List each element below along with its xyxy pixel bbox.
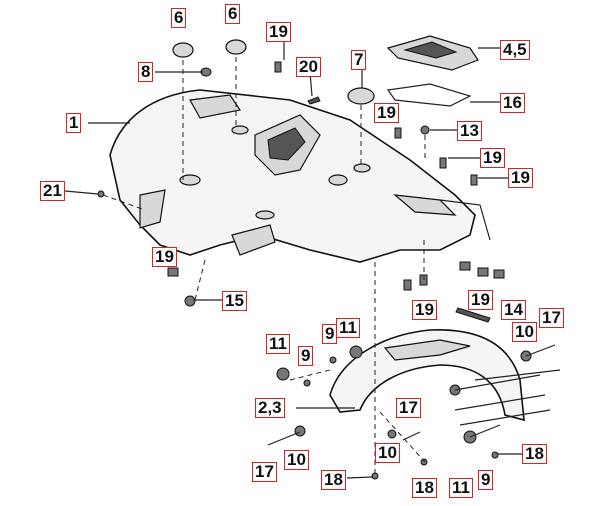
assembly-lines bbox=[102, 57, 426, 476]
callout-19-d: 19 bbox=[508, 168, 533, 188]
callout-11-c: 11 bbox=[449, 478, 473, 498]
callout-15: 15 bbox=[222, 291, 247, 311]
callout-17: 17 bbox=[539, 308, 564, 328]
callout-19-g: 19 bbox=[468, 290, 493, 310]
callout-21: 21 bbox=[40, 181, 65, 201]
callout-9-b: 9 bbox=[298, 346, 314, 366]
callout-11-b: 11 bbox=[336, 318, 360, 338]
callout-19-e: 19 bbox=[152, 247, 177, 267]
callout-1: 1 bbox=[66, 113, 82, 133]
callout-17-b: 17 bbox=[396, 398, 421, 418]
callout-6-second: 6 bbox=[225, 4, 241, 24]
callout-11: 11 bbox=[266, 334, 290, 354]
callout-18: 18 bbox=[321, 470, 346, 490]
callout-17-c: 17 bbox=[252, 462, 277, 482]
callout-16: 16 bbox=[500, 93, 525, 113]
callout-13: 13 bbox=[457, 121, 482, 141]
callout-18-b: 18 bbox=[412, 478, 437, 498]
callout-19-c: 19 bbox=[480, 148, 505, 168]
callout-9: 9 bbox=[322, 324, 338, 344]
callout-18-c: 18 bbox=[522, 444, 547, 464]
callout-20: 20 bbox=[296, 57, 321, 77]
front-fender-panel bbox=[109, 89, 491, 263]
callout-10: 10 bbox=[512, 322, 537, 342]
callout-2-3: 2,3 bbox=[255, 398, 285, 418]
callout-19-f: 19 bbox=[412, 300, 437, 320]
mudguard-panel bbox=[329, 329, 525, 422]
caps bbox=[172, 39, 375, 105]
callout-9-c: 9 bbox=[478, 470, 494, 490]
callout-10-b: 10 bbox=[284, 450, 309, 470]
callout-19-b: 19 bbox=[374, 103, 399, 123]
callout-4-5: 4,5 bbox=[500, 40, 530, 60]
callout-6: 6 bbox=[171, 8, 187, 28]
callout-7: 7 bbox=[351, 50, 367, 70]
top-cover-parts bbox=[386, 35, 479, 107]
callout-14: 14 bbox=[501, 300, 526, 320]
callout-8: 8 bbox=[138, 62, 154, 82]
fasteners bbox=[267, 344, 561, 480]
callout-10-c: 10 bbox=[375, 443, 400, 463]
callout-19: 19 bbox=[266, 22, 291, 42]
